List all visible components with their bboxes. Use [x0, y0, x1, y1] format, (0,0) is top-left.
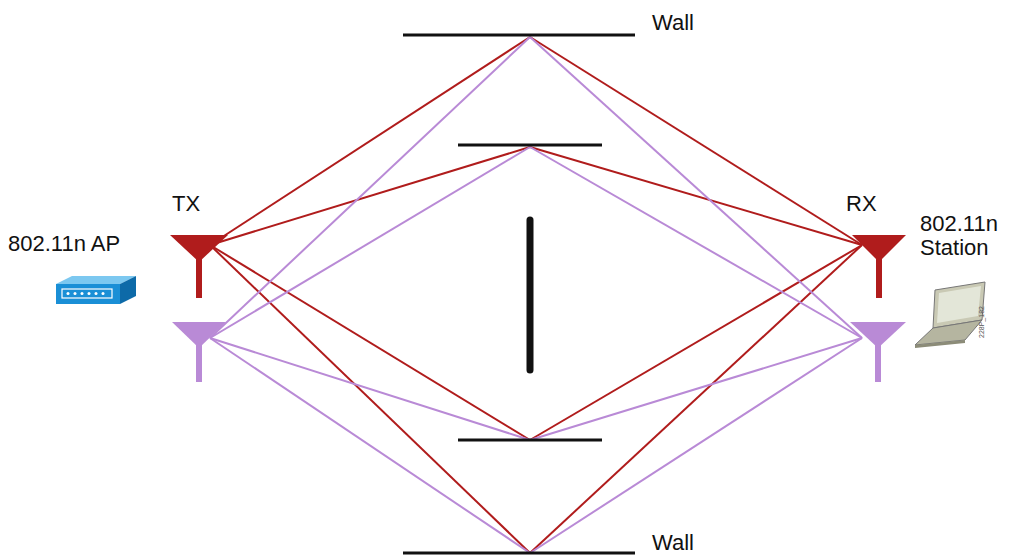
wall-label: Wall [652, 11, 694, 35]
antennas [170, 235, 906, 382]
red-signal-paths [210, 37, 862, 553]
antenna-label: TX [172, 192, 200, 216]
purple-signal-paths [210, 37, 862, 553]
antenna-label: RX [846, 192, 877, 216]
watermark: 228P_182 [978, 306, 986, 338]
laptop-icon [915, 282, 985, 348]
access-point-icon [56, 276, 136, 304]
device-label: 802.11n AP [8, 232, 120, 256]
device-label: 802.11n Station [920, 212, 1020, 260]
wall-label: Wall [652, 531, 694, 555]
walls [403, 35, 635, 553]
